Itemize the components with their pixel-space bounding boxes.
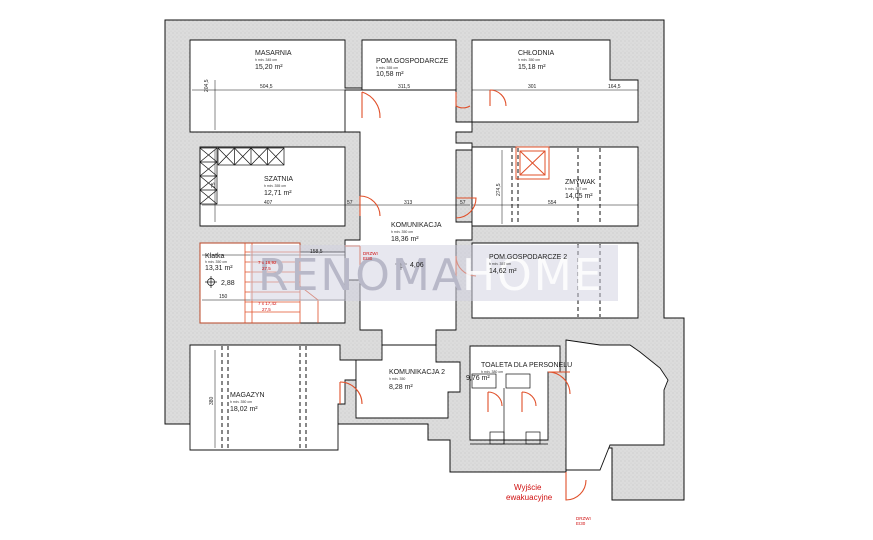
stair-top-sub: 27,5 bbox=[262, 266, 271, 271]
dim-label: 301 bbox=[528, 84, 537, 90]
dim-label: 150 bbox=[219, 294, 228, 300]
toaleta-sub: h min. 380 cm bbox=[481, 370, 503, 374]
komunikacja-2-area: 8,28 m² bbox=[389, 384, 413, 391]
door-wc-2 bbox=[521, 391, 537, 412]
stair-level: 2,88 bbox=[221, 280, 235, 287]
dim-label: 504,5 bbox=[260, 84, 273, 90]
room-labels: MASARNIA h min. 345 cm 15,20 m² POM.GOSP… bbox=[205, 50, 596, 413]
magazyn-room bbox=[189, 344, 357, 451]
watermark: RENOMA HOME bbox=[250, 245, 618, 301]
chlodnia-name: CHŁODNIA bbox=[518, 50, 555, 57]
pom-gosp-1-area: 10,58 m² bbox=[376, 71, 404, 78]
magazyn-name: MAGAZYN bbox=[230, 392, 265, 399]
pom-gosp-1-room bbox=[361, 39, 457, 91]
exit-label-line1: Wyjście bbox=[514, 483, 542, 492]
szatnia-area: 12,71 m² bbox=[264, 190, 292, 197]
toaleta-name: TOALETA DLA PERSONELU bbox=[481, 362, 572, 369]
komunikacja-name: KOMUNIKACJA bbox=[391, 222, 442, 229]
dim-label: 311,5 bbox=[398, 84, 410, 90]
dimension-labels: 204,5 504,5 311,5 301 164,5 25 407 57 31… bbox=[204, 79, 621, 405]
zmywak-name: ZMYWAK bbox=[565, 179, 596, 186]
szatnia-name: SZATNIA bbox=[264, 176, 293, 183]
door-magazyn bbox=[339, 381, 363, 405]
stair-top-note: 7 x 16,92 bbox=[258, 260, 277, 265]
szatnia-lockers bbox=[199, 147, 285, 205]
toaleta-room bbox=[469, 345, 561, 441]
watermark-right: HOME bbox=[462, 250, 603, 301]
door-exit bbox=[565, 472, 587, 501]
komunikacja-2-name: KOMUNIKACJA 2 bbox=[389, 369, 445, 376]
door-pom-gosp bbox=[455, 92, 471, 109]
dim-label: 274,5 bbox=[496, 183, 502, 196]
masarnia-sub: h min. 345 cm bbox=[255, 58, 277, 62]
exit-label-line2: ewakuacyjne bbox=[506, 493, 553, 502]
masarnia-name: MASARNIA bbox=[255, 50, 292, 57]
dim-label: 554 bbox=[548, 200, 557, 206]
wc-fixtures bbox=[470, 373, 548, 445]
komunikacja-sub: h min. 350 cm bbox=[391, 230, 413, 234]
klatka-sub: h min. 350 cm bbox=[205, 260, 227, 264]
pom-gosp-1-name: POM.GOSPODARCZE bbox=[376, 58, 449, 65]
toaleta-area: 9,76 m² bbox=[466, 375, 490, 382]
klatka-area: 13,31 m² bbox=[205, 265, 233, 272]
dim-label: 313 bbox=[404, 200, 413, 206]
annotations: 2,88 4,06 7 x 16,92 27,5 7 x 17,42 27,5 … bbox=[221, 251, 591, 526]
komunikacja-2-sub: h min. 350 bbox=[389, 377, 405, 381]
door-zmywak bbox=[455, 197, 477, 219]
klatka-name: Klatka bbox=[205, 253, 225, 260]
hall-level: 4,06 bbox=[410, 262, 424, 269]
zmywak-sub: h min. 357 cm bbox=[565, 187, 587, 191]
door-masarnia bbox=[361, 91, 381, 119]
dim-label: 158,5 bbox=[310, 249, 323, 255]
stair-bottom-note: 7 x 17,42 bbox=[258, 301, 277, 306]
komunikacja-area: 18,36 m² bbox=[391, 236, 419, 243]
level-marker-icon bbox=[205, 276, 217, 288]
dim-label: 164,5 bbox=[608, 84, 621, 90]
masarnia-area: 15,20 m² bbox=[255, 64, 283, 71]
pom-gosp-1-sub: h min. 355 cm bbox=[376, 66, 398, 70]
dim-label: 57 bbox=[460, 200, 466, 206]
watermark-left: RENOMA bbox=[258, 250, 464, 301]
pom-gosp-2-sub: h min. 357 cm bbox=[489, 262, 511, 266]
dim-label: 407 bbox=[264, 200, 273, 206]
dim-label: 57 bbox=[347, 200, 353, 206]
chlodnia-sub: h min. 350 cm bbox=[518, 58, 540, 62]
szatnia-sub: h min. 355 cm bbox=[264, 184, 286, 188]
dim-label: 25 bbox=[211, 182, 217, 188]
door-chlodnia bbox=[489, 89, 507, 107]
pom-gosp-2-name: POM.GOSPODARCZE 2 bbox=[489, 254, 567, 261]
dim-label: 380 bbox=[209, 396, 215, 405]
door-szatnia bbox=[359, 195, 381, 217]
stair-shaft-room bbox=[565, 339, 669, 471]
pom-gosp-2-area: 14,62 m² bbox=[489, 268, 517, 275]
magazyn-sub: h min. 350 cm bbox=[230, 400, 252, 404]
hall-room bbox=[344, 89, 473, 346]
chlodnia-area: 15,18 m² bbox=[518, 64, 546, 71]
sink-icon bbox=[515, 146, 550, 180]
magazyn-area: 18,02 m² bbox=[230, 406, 258, 413]
dim-label: 204,5 bbox=[204, 79, 210, 92]
door-wc-1 bbox=[487, 391, 503, 412]
stair-bottom-sub: 27,5 bbox=[262, 307, 271, 312]
zmywak-area: 14,05 m² bbox=[565, 193, 593, 200]
komunikacja-2-room bbox=[355, 344, 461, 419]
zmywak-room bbox=[471, 146, 639, 227]
